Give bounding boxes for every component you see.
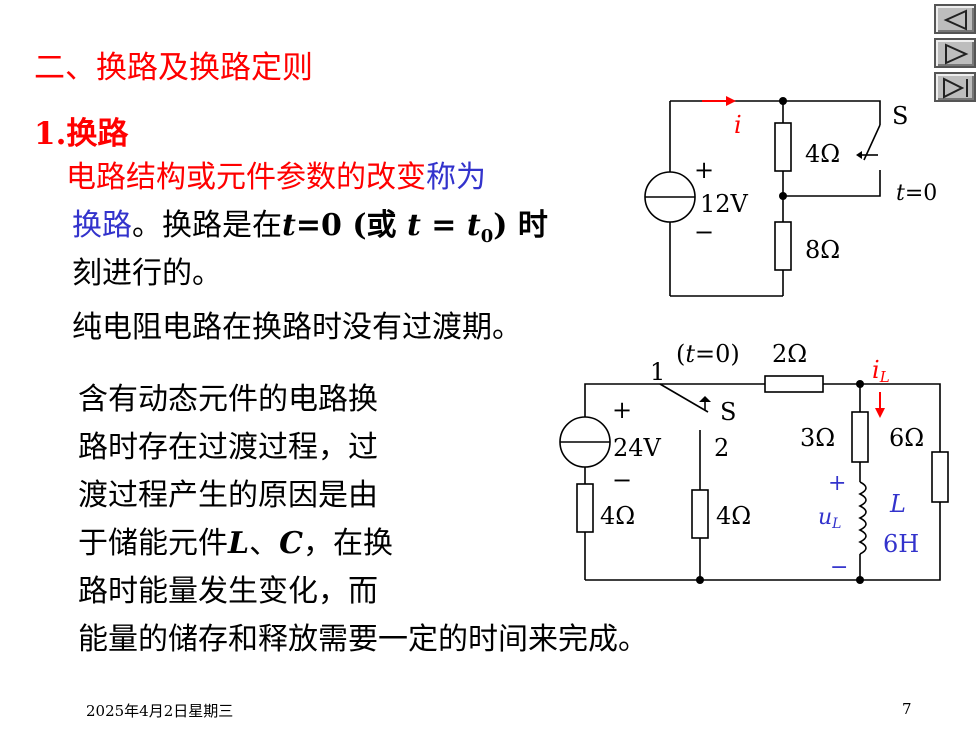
- c2-inductor-name: L: [889, 490, 906, 518]
- c2-r-top-label: 2Ω: [772, 340, 807, 368]
- c2-switch-time: (t=0): [676, 340, 740, 368]
- prev-icon: [943, 9, 967, 31]
- c2-node-bottom-right: [856, 576, 864, 584]
- c2-iL-label: iL: [872, 356, 890, 386]
- para1-blue-term: 换路: [72, 208, 132, 243]
- c2-plus: +: [612, 396, 632, 424]
- para2: 纯电阻电路在换路时没有过渡期。: [72, 310, 522, 345]
- c1-top-wire: [670, 100, 881, 125]
- para3-line4-post: ，在换: [302, 526, 393, 561]
- next-icon: [945, 43, 969, 65]
- para3-line3: 渡过程产生的原因是由: [78, 478, 378, 513]
- para1-t0-sub: 0: [480, 226, 494, 247]
- c1-current-label: i: [734, 111, 742, 139]
- c1-source-label: 12V: [700, 190, 749, 218]
- para3-sep: 、: [249, 526, 280, 561]
- para3-line1: 含有动态元件的电路换: [78, 382, 378, 417]
- para3-L: L: [228, 526, 250, 561]
- para1-line2: 换路。换路是在t=0 (或 t = t0) 时: [72, 204, 548, 259]
- para1-text: 。换路是在: [132, 208, 282, 243]
- para1-eq: =0 (或: [295, 208, 407, 243]
- para1-red-text: 电路结构或元件参数的改变: [66, 160, 426, 195]
- slide-title: 二、换路及换路定则: [34, 50, 313, 86]
- para3-line2: 路时存在过渡过程，过: [78, 430, 378, 465]
- para1-line1: 电路结构或元件参数的改变称为: [66, 156, 486, 200]
- para1-t-var: t: [282, 208, 296, 243]
- para3-line5: 路时能量发生变化，而: [78, 574, 378, 609]
- c2-minus: −: [612, 466, 632, 494]
- section-heading: 1.换路: [34, 116, 129, 152]
- c2-resistor-4-left: [576, 483, 594, 533]
- c1-switch-time: t=0: [896, 181, 937, 206]
- page-number: 7: [902, 700, 912, 718]
- para3-line6: 能量的储存和释放需要一定的时间来完成。: [78, 622, 648, 657]
- c1-plus: +: [694, 156, 714, 184]
- c1-switch-label: S: [892, 102, 908, 130]
- c2-resistor-3: [851, 411, 869, 463]
- c2-node-bottom-mid: [696, 576, 704, 584]
- c2-node1-label: 1: [650, 358, 665, 386]
- c2-node2-label: 2: [714, 434, 729, 462]
- c1-r2-label: 8Ω: [805, 236, 840, 264]
- c2-uL-label: uL: [818, 505, 841, 532]
- para1-t-var2: t: [406, 208, 421, 243]
- c2-resistor-6: [931, 451, 949, 503]
- c2-node-top: [856, 380, 864, 388]
- c2-resistor-4-mid: [691, 489, 709, 539]
- c2-switch-arm: [659, 383, 709, 413]
- para1-t0: t: [466, 208, 481, 243]
- c1-r1-label: 4Ω: [805, 140, 840, 168]
- para1-line3: 刻进行的。: [72, 256, 222, 291]
- c2-r6-label: 6Ω: [889, 424, 924, 452]
- para3-C: C: [279, 526, 303, 561]
- c2-r-left-label: 4Ω: [600, 502, 635, 530]
- c1-switch-arm: [863, 124, 881, 161]
- c2-iL-arrow: [875, 408, 885, 418]
- c2-source-label: 24V: [613, 434, 662, 462]
- c1-current-arrow: [726, 96, 736, 106]
- c2-uL-minus: −: [830, 555, 848, 580]
- prev-slide-button[interactable]: [934, 4, 976, 34]
- c2-r3-label: 3Ω: [800, 424, 835, 452]
- para3-line4-pre: 于储能元件: [78, 526, 228, 561]
- c1-node-mid: [779, 192, 787, 200]
- c1-minus: −: [694, 218, 714, 246]
- c1-right-wire: [783, 170, 881, 197]
- para1-close: ) 时: [493, 208, 548, 243]
- c2-uL-plus: +: [828, 471, 846, 496]
- c2-resistor-2: [764, 375, 824, 393]
- c2-switch-label: S: [720, 398, 736, 426]
- next-slide-button[interactable]: [934, 38, 976, 68]
- c1-node-top: [779, 97, 787, 105]
- footer-date: 2025年4月2日星期三: [86, 702, 234, 720]
- para3-line4: 于储能元件L、C，在换: [78, 522, 393, 566]
- end-icon: [943, 77, 968, 99]
- para1-eq2: =: [420, 208, 467, 243]
- para1-blue-text: 称为: [426, 160, 486, 195]
- c2-inductor: [858, 481, 867, 555]
- c2-r-mid-label: 4Ω: [716, 502, 751, 530]
- end-slide-button[interactable]: [934, 72, 976, 102]
- c2-inductor-value: 6H: [883, 530, 919, 558]
